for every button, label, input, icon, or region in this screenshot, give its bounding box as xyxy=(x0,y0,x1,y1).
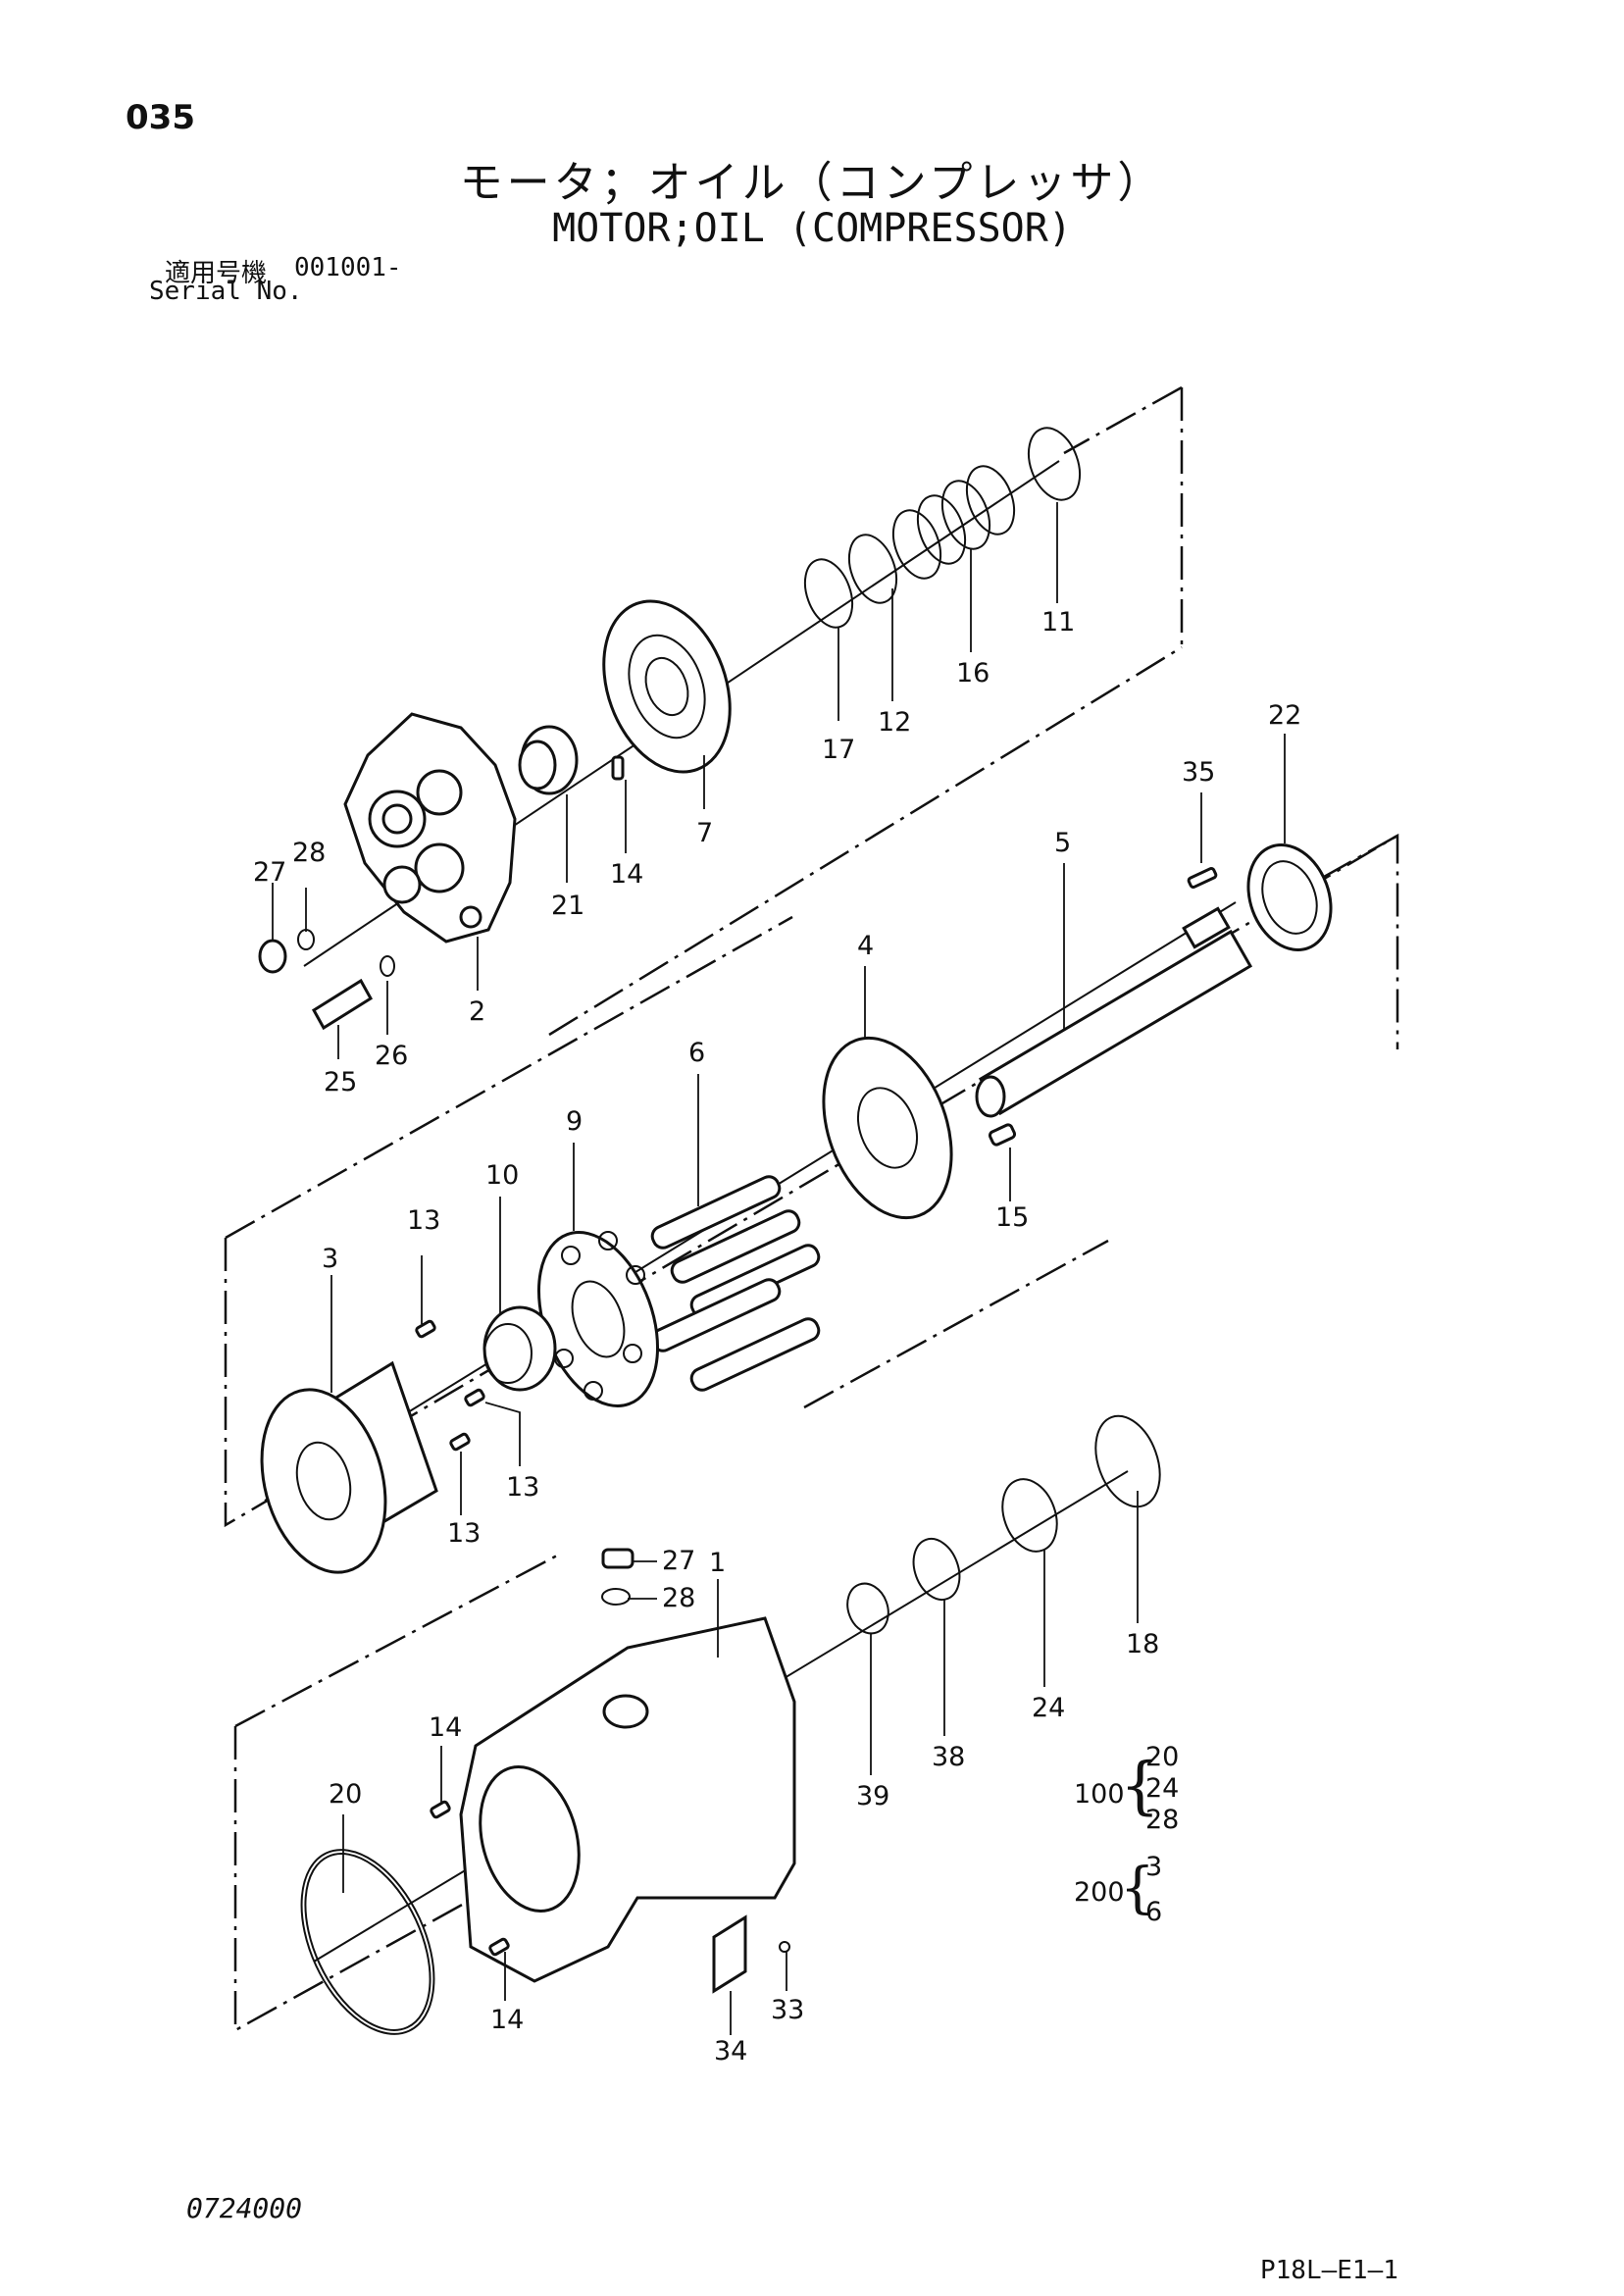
callout-10: 10 xyxy=(485,1160,519,1191)
callout-38: 38 xyxy=(932,1742,965,1772)
callout-15: 15 xyxy=(995,1202,1029,1233)
callout-25: 25 xyxy=(324,1067,357,1097)
kit-200-label: 200 xyxy=(1074,1877,1125,1908)
callout-39: 39 xyxy=(856,1781,889,1811)
kit-200-item-1: 3 xyxy=(1145,1852,1162,1882)
spherical-bushing-part-10 xyxy=(482,1305,557,1392)
housing-part-1 xyxy=(459,1548,796,1983)
serial-label-english: Serial No. xyxy=(149,277,303,306)
pins-14-lower xyxy=(430,1800,510,1957)
kit-200-group: 200 { 3 6 xyxy=(1074,1852,1162,1927)
serial-label-japanese: 適用号機 xyxy=(165,259,268,288)
page-code: P18L–E1–1 xyxy=(1260,2256,1398,2285)
retaining-rings-17-12 xyxy=(803,534,898,629)
kit-100-brace: { xyxy=(1120,1750,1160,1822)
kit-100-item-3: 28 xyxy=(1145,1805,1179,1835)
callout-11: 11 xyxy=(1041,607,1075,638)
callout-4: 4 xyxy=(857,931,874,961)
callout-26: 26 xyxy=(375,1041,408,1071)
o-ring-part-20 xyxy=(300,1849,435,2035)
pistons-part-6 xyxy=(650,1175,821,1392)
callout-28-bottom: 28 xyxy=(662,1583,695,1613)
callout-12: 12 xyxy=(878,707,911,738)
callout-6: 6 xyxy=(688,1038,705,1068)
drawing-number: 0724000 xyxy=(186,2192,303,2224)
callout-20: 20 xyxy=(329,1779,362,1810)
callout-27-bottom: 27 xyxy=(662,1546,695,1576)
callout-14-top: 14 xyxy=(610,859,643,890)
kit-200-brace: { xyxy=(1120,1857,1155,1920)
callout-7: 7 xyxy=(696,818,713,848)
nameplate-parts-33-34 xyxy=(712,1914,790,1994)
ring-part-11 xyxy=(1027,427,1082,501)
callout-9: 9 xyxy=(566,1106,583,1137)
rings-39-38-24-18 xyxy=(846,1414,1161,1635)
callout-13-bottom: 13 xyxy=(447,1518,481,1549)
callout-13-right: 13 xyxy=(506,1472,539,1503)
callout-27-top: 27 xyxy=(253,857,286,888)
title-english: MOTOR;OIL (COMPRESSOR) xyxy=(552,206,1072,251)
spring-part-16 xyxy=(891,465,1016,580)
callout-14-bottom: 14 xyxy=(490,2005,524,2035)
callout-21: 21 xyxy=(551,891,584,921)
title-japanese: モータ；オイル（コンプレッサ） xyxy=(459,158,1165,208)
plug-and-bolt-25-26-27-28 xyxy=(258,929,395,1031)
kit-100-item-1: 20 xyxy=(1145,1742,1179,1772)
callout-13-top: 13 xyxy=(407,1205,440,1236)
callout-labels: 11 12 16 17 7 21 14 2 28 27 26 25 22 35 … xyxy=(253,607,1301,2066)
kit-100-item-2: 24 xyxy=(1145,1773,1179,1804)
callout-1: 1 xyxy=(709,1548,726,1578)
bearing-part-22 xyxy=(1246,843,1333,951)
callout-35: 35 xyxy=(1182,757,1215,788)
callout-5: 5 xyxy=(1054,828,1071,858)
callout-16: 16 xyxy=(956,658,990,689)
callout-34: 34 xyxy=(714,2036,747,2066)
callout-18: 18 xyxy=(1126,1629,1159,1659)
kit-200-item-2: 6 xyxy=(1145,1897,1162,1927)
pins-14-upper xyxy=(611,755,625,781)
key-part-35 xyxy=(1187,867,1218,889)
callout-14-mid: 14 xyxy=(429,1712,462,1743)
callout-24: 24 xyxy=(1032,1693,1065,1723)
callout-leader-lines xyxy=(272,502,1286,2035)
callout-22: 22 xyxy=(1268,700,1301,731)
callout-33: 33 xyxy=(771,1995,804,2025)
callout-2: 2 xyxy=(469,996,485,1027)
callout-28-top: 28 xyxy=(292,838,326,868)
swash-plate-part-4 xyxy=(822,1036,1017,1220)
callout-3: 3 xyxy=(322,1244,338,1274)
assembly-frame-lines xyxy=(224,385,1399,2033)
serial-value: 001001- xyxy=(294,253,402,282)
cylinder-block-part-3 xyxy=(260,1319,485,1574)
needle-bearing-part-21 xyxy=(518,725,579,795)
valve-plate-part-7 xyxy=(602,599,732,774)
kit-100-group: 100 { 20 24 28 xyxy=(1074,1742,1179,1835)
page-number: 035 xyxy=(126,98,195,137)
kit-100-label: 100 xyxy=(1074,1779,1125,1810)
shaft-part-5 xyxy=(975,906,1253,1118)
motor-cover-part-2 xyxy=(343,712,517,944)
callout-17: 17 xyxy=(822,735,855,765)
